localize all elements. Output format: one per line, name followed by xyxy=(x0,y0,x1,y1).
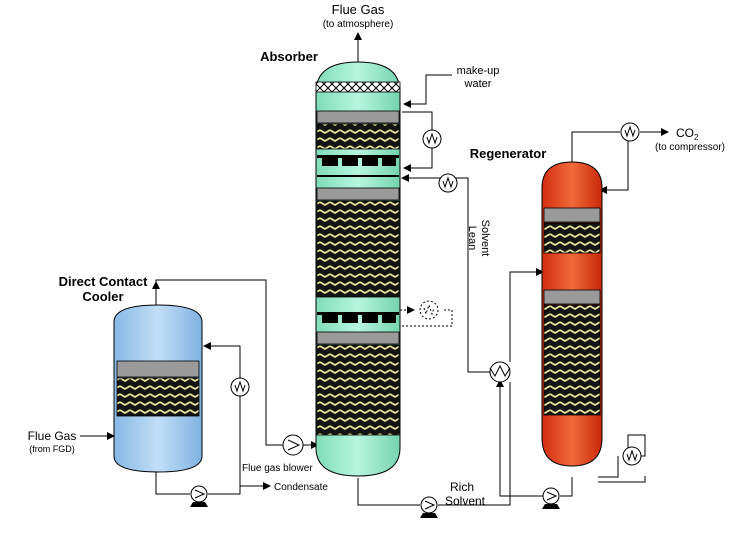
lean-solvent-pump-icon xyxy=(541,487,561,510)
pipes xyxy=(80,32,669,506)
to-compressor-label: (to compressor) xyxy=(655,142,725,153)
absorber-title: Absorber xyxy=(260,49,318,64)
absorber-column xyxy=(315,61,401,477)
co2-label: CO2 xyxy=(676,126,699,142)
rich-solvent-pump-icon xyxy=(419,496,439,519)
packing-bed xyxy=(316,123,400,150)
demister xyxy=(315,81,401,93)
regenerator-column xyxy=(541,161,603,467)
rich-label: Rich xyxy=(450,480,474,494)
dcc-cooler-icon xyxy=(230,377,250,397)
packing-bed xyxy=(316,344,400,436)
flue-gas-blower-label: Flue gas blower xyxy=(242,463,313,474)
dcc-title: Direct Contact xyxy=(59,274,149,289)
lean-solvent-cooler-icon xyxy=(438,173,458,193)
reboiler-icon xyxy=(622,446,642,466)
direct-contact-cooler xyxy=(113,304,203,473)
flue-gas-out-label: Flue Gas xyxy=(332,2,385,17)
makeup-water-label-2: water xyxy=(464,78,492,90)
rich-solvent-label: Solvent xyxy=(445,494,486,508)
cross-heat-exchanger-icon xyxy=(489,361,511,383)
lean-label: Lean xyxy=(466,226,478,250)
pump-icon xyxy=(189,485,209,508)
to-atmosphere-label: (to atmosphere) xyxy=(323,19,394,30)
packing-bed xyxy=(316,200,400,298)
flue-gas-in-label: Flue Gas xyxy=(28,429,77,443)
makeup-water-label: make-up xyxy=(457,65,500,77)
lean-solvent-label: Solvent xyxy=(479,220,491,257)
absorber-intercooler-icon xyxy=(422,129,442,149)
regenerator-title: Regenerator xyxy=(470,146,547,161)
blower-icon xyxy=(282,434,304,456)
from-fgd-label: (from FGD) xyxy=(29,444,75,454)
condensate-label: Condensate xyxy=(274,482,328,493)
optional-intercooler-icon xyxy=(419,300,439,320)
wash-trays xyxy=(317,155,399,177)
condenser-icon xyxy=(620,122,640,142)
dcc-title-2: Cooler xyxy=(82,289,123,304)
